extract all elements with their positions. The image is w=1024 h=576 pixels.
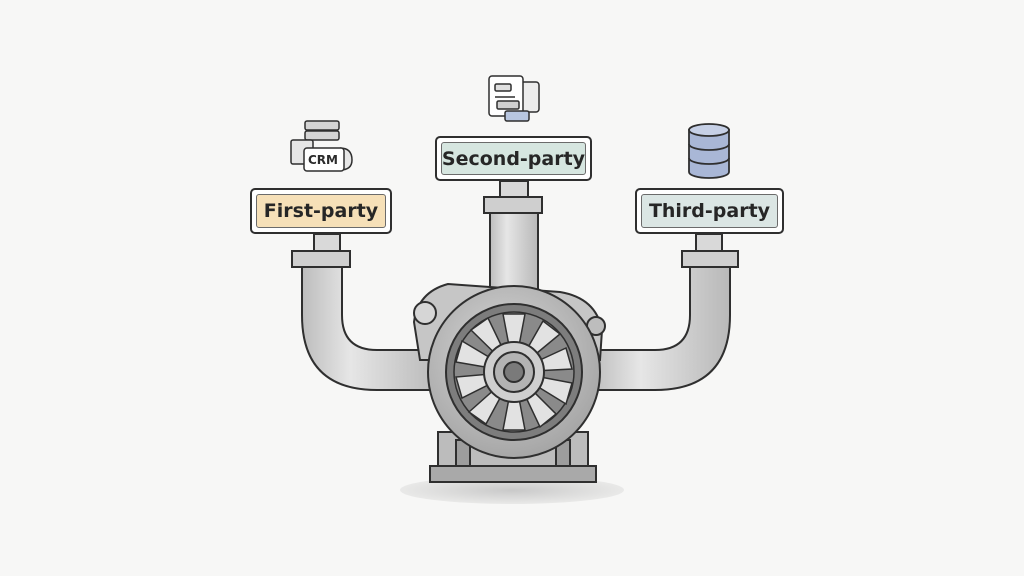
right-pipe <box>591 233 739 391</box>
shared-documents-icon <box>488 75 540 122</box>
second-party-text: Second-party <box>441 147 586 170</box>
first-party-text: First-party <box>263 200 379 222</box>
database-icon <box>688 123 730 179</box>
middle-pipe <box>483 180 543 293</box>
third-party-label-fill <box>641 194 778 228</box>
third-party-text: Third-party <box>648 200 771 222</box>
left-pipe <box>291 233 441 391</box>
second-party-label-fill <box>441 142 586 175</box>
crm-server-icon <box>290 120 353 172</box>
first-party-label: First-party <box>250 188 392 234</box>
crm-icon-text: CRM <box>308 153 338 167</box>
second-party-label: Second-party <box>435 136 592 181</box>
first-party-label-fill <box>256 194 386 228</box>
third-party-label: Third-party <box>635 188 784 234</box>
fan-hub <box>483 341 545 403</box>
